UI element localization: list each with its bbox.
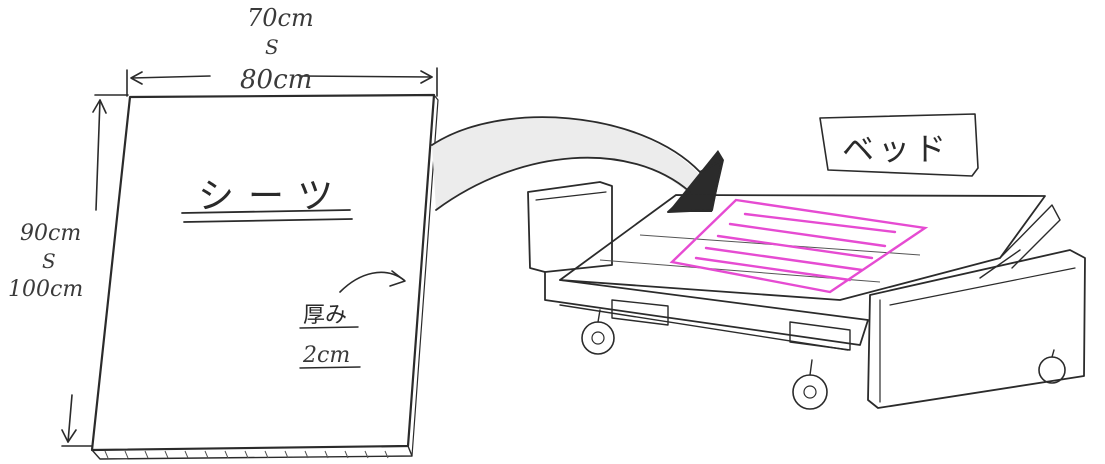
thickness-label: 厚み <box>303 303 347 328</box>
width-dimension: 70cm S 80cm <box>127 4 437 96</box>
height-max-label: 100cm <box>8 277 83 302</box>
height-range-mark: S <box>42 249 56 273</box>
bed-label: ベッド <box>842 130 950 168</box>
width-max-label: 80cm <box>240 65 312 95</box>
placement-arrow <box>432 117 724 212</box>
sheet-panel <box>92 95 438 459</box>
height-dimension: 90cm S 100cm <box>8 95 128 446</box>
width-min-label: 70cm <box>247 4 314 32</box>
thickness-annotation: 厚み 2cm <box>300 271 405 368</box>
bed-label-box: ベッド <box>820 114 978 176</box>
width-range-mark: S <box>265 35 279 59</box>
bed-wheels <box>582 310 1065 409</box>
sheet-label-group: シーツ <box>182 176 352 222</box>
thickness-value-label: 2cm <box>302 343 350 368</box>
height-min-label: 90cm <box>20 221 81 246</box>
